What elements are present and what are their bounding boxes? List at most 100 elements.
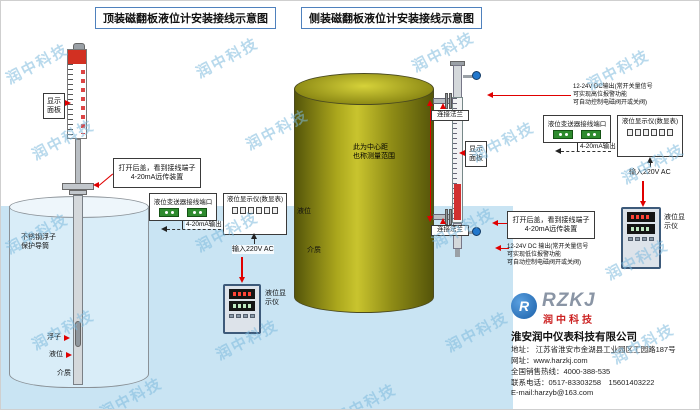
top-flange-plate [449,93,452,109]
arrow-to-bottom-gauge [492,220,498,226]
right-gauge-lower-stem [453,223,462,249]
meter-terminals [618,129,682,137]
top-flange-plate [445,93,448,109]
dc-output-bottom-note: 12-24V DC 输出(常开关量信号 可实现低位报警功能 可自动控制电磁阀开或… [507,244,589,267]
dc-output-top-note: 12-24V DC输出(常开关量信号 可实现高位报警功能 可自动控制电磁阀开或关… [573,84,653,107]
right-gauge-tube [452,97,463,223]
measure-arrow-bottom [427,216,433,222]
arrow-to-flange [93,182,99,188]
wire-line [182,221,183,229]
bottom-flange-plate [445,209,448,225]
top-flange-label-box: 连接法兰 [431,110,469,121]
signal-arrowhead [161,226,167,232]
arrow-to-drain-valve [495,245,501,251]
top-flange-label: 连接法兰 [437,111,463,119]
left-220v-label: 输入220V AC [232,245,274,255]
right-display-panel-label: 显示 面板 [469,145,483,162]
company-logo-name: 润中科技 [543,315,595,326]
right-meter-title: 液位显示仪(数显表) [621,118,679,125]
device-red-display [229,289,255,299]
terminal-block [159,208,179,217]
terminal-blocks [150,208,216,217]
right-transmitter-port-label: 液位变送器接线端口 [547,121,607,128]
arrow-to-top-valve [487,92,493,98]
left-transmitter-port-label: 液位变送器接线端口 [153,199,213,206]
right-220v-label: 输入220V AC [629,169,671,176]
logo-initial: R [518,298,530,314]
wire-line [254,235,255,244]
arrow-to-bottom-flange [440,218,446,224]
watermark: 润中科技 [193,34,262,82]
device-buttons [627,237,655,241]
left-display-panel-box: 显示 面板 [43,93,65,119]
device-green-display [229,301,255,311]
terminal-block [581,130,601,139]
left-display-panel-label: 显示 面板 [47,97,61,114]
signal-dashed-line [561,151,611,152]
terminal-block [187,208,207,217]
arrow-to-indicator [65,100,71,106]
power-arrowhead [251,233,257,239]
signal-dashed-line [167,229,221,230]
right-420-output-label: 4-20mA输出 [579,143,617,152]
company-hotline: 全国销售热线：4000-388-535 [511,367,611,376]
right-level-label: 液位 [297,208,311,215]
top-valve-stem [463,75,473,78]
red-leader-line [493,95,571,96]
red-arrowhead-down [239,277,245,283]
red-leader-line [501,248,509,249]
left-420-output-label: 4-20mA输出 [185,221,223,230]
bottom-flange-label-box: 连接法兰 [431,225,469,236]
left-medium-label: 介质 [57,370,71,377]
wire-line [650,159,651,167]
indicator-red-top [68,50,86,64]
gauge-red-section [454,184,461,220]
measure-arrow-top [427,100,433,106]
watermark: 润中科技 [409,28,478,76]
left-meter-title: 液位显示仪(数显表) [226,196,284,203]
right-transmitter-port-box: 液位变送器接线端口 [543,115,611,143]
watermark: 润中科技 [29,116,98,164]
left-open-cover-box: 打开后盖，看到接线端子 4-20mA远传装置 [113,158,201,188]
left-float-label: 浮子 [47,334,61,341]
left-device-label: 液位显 示仪 [265,290,286,307]
bottom-valve-wheel [472,227,481,236]
arrow-to-level [66,352,72,358]
wire-line [577,143,578,151]
terminal-block [553,130,573,139]
meter-terminals [224,207,286,215]
red-arrow-line [642,181,644,201]
leader-line [98,173,114,186]
right-gauge-drain-tip [455,249,460,257]
right-display-device [621,207,661,269]
right-tank-top [294,73,434,105]
company-phone: 联系电话：0517-83303258 15601403222 [511,378,655,387]
indicator-flaps [81,70,85,134]
device-green-display [627,224,655,234]
red-leader-line [498,223,507,224]
right-meter-box: 液位显示仪(数显表) [617,115,683,157]
left-diagram-title: 顶装磁翻板液位计安装接线示意图 [95,7,276,29]
right-display-panel-box: 显示 面板 [465,141,487,167]
company-logo-abbr: RZKJ [542,290,596,311]
right-medium-label: 介质 [307,247,321,254]
power-arrowhead [647,157,653,163]
left-guide-tube [73,195,83,385]
gauge-ticks [453,98,457,222]
terminal-blocks [544,130,610,139]
left-gauge-stem [75,139,81,185]
left-guide-tube-label: 不锈钢浮子 保护导筒 [21,234,56,251]
arrow-to-top-flange [440,103,446,109]
top-valve-wheel [472,71,481,80]
arrow-to-gauge [459,150,465,156]
watermark: 润中科技 [3,40,72,88]
company-logo-icon: R [511,293,537,319]
left-gauge-flange-lower [69,190,87,195]
signal-arrowhead [555,148,561,154]
red-arrow-line [241,257,243,277]
left-transmitter-port-box: 液位变送器接线端口 [149,193,217,221]
right-gauge-upper-stem [453,65,462,99]
left-float [75,321,81,347]
right-device-label: 液位显 示仪 [664,214,685,231]
